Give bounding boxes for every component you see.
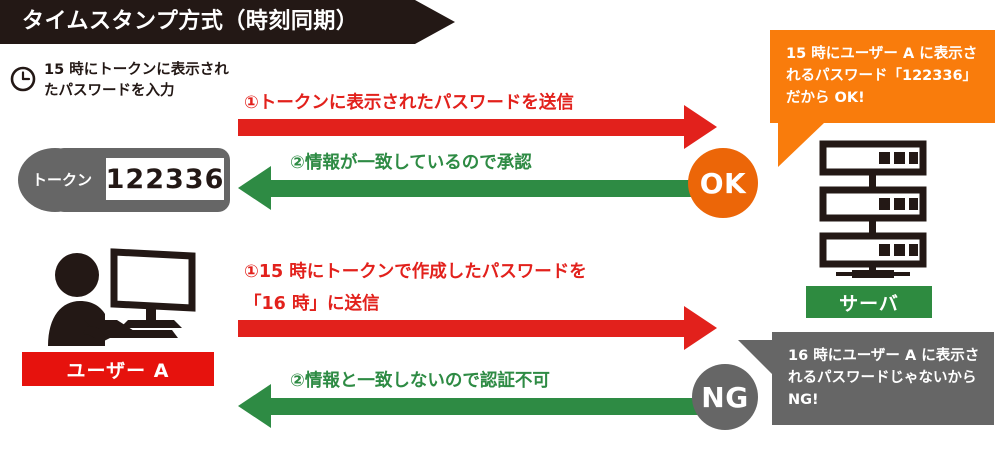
success-request-shaft <box>238 119 686 136</box>
failure-response-arrowhead <box>238 384 271 428</box>
failure-request-label-line1: ①15 時にトークンで作成したパスワードを <box>244 262 587 282</box>
success-response-arrow: ②情報が一致しているので承認 <box>238 152 718 210</box>
ng-speech-bubble-box <box>772 332 994 426</box>
clock-icon <box>10 66 36 92</box>
person-at-computer-icon <box>48 248 196 346</box>
title-banner: タイムスタンプ方式（時刻同期） <box>0 0 460 44</box>
ng-speech-bubble-text: 16 時にユーザー A に表示されるパスワードじゃないから NG! <box>788 348 980 408</box>
success-request-label: ①トークンに表示されたパスワードを送信 <box>244 93 574 113</box>
server-rack-icon <box>819 140 927 278</box>
clock-note-text: 15 時にトークンに表示されたパスワードを入力 <box>44 62 229 100</box>
success-response-arrowhead <box>238 166 271 210</box>
token-knob <box>18 148 92 212</box>
title-banner-bar <box>0 0 415 44</box>
failure-request-arrowhead <box>684 306 717 350</box>
ok-speech-bubble: 15 時にユーザー A に表示されるパスワード「122336」だから OK! <box>770 30 995 168</box>
server-label: サーバ <box>806 286 932 318</box>
failure-response-shaft <box>271 398 701 415</box>
ng-speech-bubble: 16 時にユーザー A に表示されるパスワードじゃないから NG! <box>738 332 994 426</box>
token-display: 122336 <box>106 158 224 200</box>
success-request-arrow: ①トークンに表示されたパスワードを送信 <box>238 90 718 149</box>
failure-request-arrow: ①15 時にトークンで作成したパスワードを 「16 時」に送信 <box>238 258 718 350</box>
ok-speech-bubble-box <box>770 30 995 124</box>
ok-speech-bubble-text: 15 時にユーザー A に表示されるパスワード「122336」だから OK! <box>786 46 978 106</box>
failure-request-label-line2: 「16 時」に送信 <box>244 294 380 314</box>
token-device: トークン 122336 <box>18 148 230 212</box>
success-response-label: ②情報が一致しているので承認 <box>290 153 532 173</box>
token-display-value: 122336 <box>105 163 225 195</box>
failure-response-arrow: ②情報と一致しないので認証不可 <box>238 370 718 428</box>
failure-request-shaft <box>238 320 686 337</box>
ok-speech-bubble-tail <box>778 123 824 168</box>
success-response-shaft <box>271 180 701 197</box>
ng-badge: NG <box>692 364 758 430</box>
failure-response-label: ②情報と一致しないので認証不可 <box>290 371 550 391</box>
page-title: タイムスタンプ方式（時刻同期） <box>22 9 359 34</box>
ng-speech-bubble-tail <box>738 340 772 374</box>
user-label: ユーザー A <box>22 352 214 386</box>
ok-badge: OK <box>688 148 758 218</box>
token-label: トークン <box>32 171 93 189</box>
success-request-arrowhead <box>684 105 717 149</box>
title-banner-arrow-point <box>415 0 455 44</box>
